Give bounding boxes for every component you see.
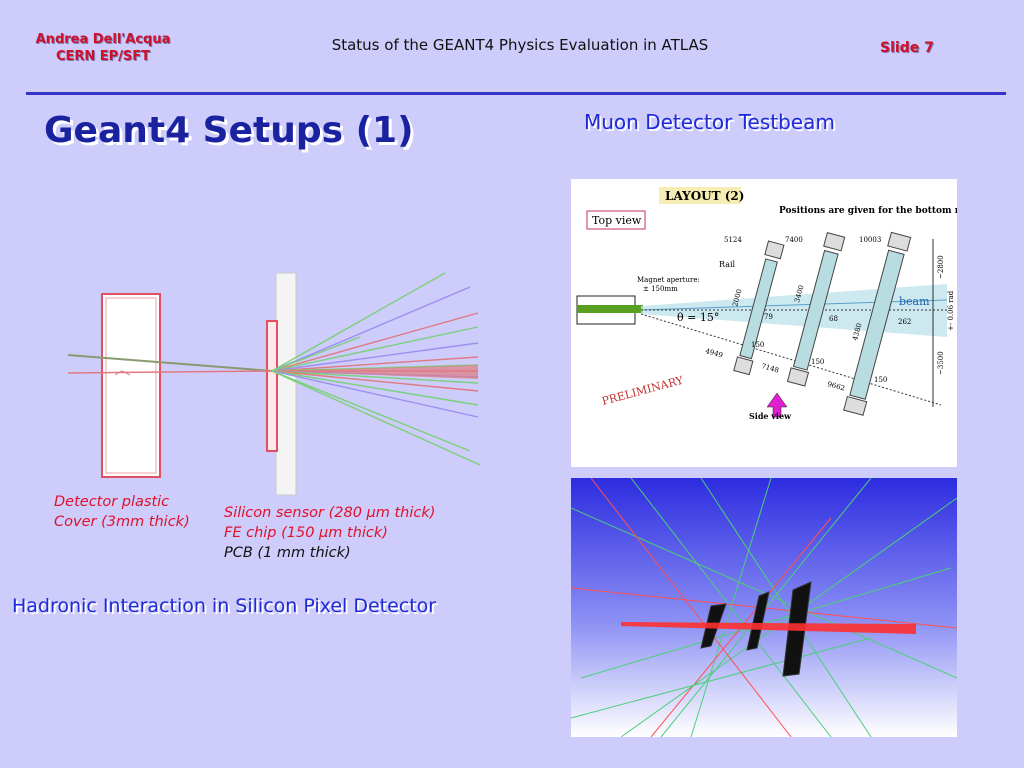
sim-track [570,507,958,679]
hadronic-title: Hadronic Interaction in Silicon Pixel De… [12,595,437,617]
sim-track [570,637,872,719]
chamber-1 [733,240,785,376]
dim-150-b: 150 [811,358,824,366]
layout-heading-bg [659,187,741,204]
secondary-track [271,326,479,372]
dim-2800: ~2800 [937,255,945,279]
scatter-kink [114,370,131,376]
incoming-track-2 [67,370,273,374]
dim-5124: 5124 [724,236,742,244]
theta-label: θ = 15° [677,311,719,324]
secondary-track [271,370,479,384]
sim-track [620,497,958,738]
caption-left-line1: Detector plastic [54,494,170,510]
pixel-interaction-figure [67,272,480,496]
dim-3500: ~3500 [937,351,945,375]
dim-262: 262 [898,318,911,326]
secondary-track [271,370,480,466]
layout-heading: LAYOUT (2) [665,189,744,203]
slide-title: Geant4 Setups (1) [44,110,414,151]
dim-150-a: 150 [751,341,764,349]
silicon-sensor-shape [266,320,278,452]
sim-track [700,477,872,738]
dim-7400: 7400 [785,236,803,244]
author-block: Andrea Dell'Acqua CERN EP/SFT [18,31,188,65]
dim-79: 79 [764,313,773,321]
top-view-label: Top view [592,214,642,227]
chamber-2 [786,232,846,387]
secondary-track [271,370,471,452]
caption-left-line2: Cover (3mm thick) [54,514,190,530]
secondary-track [271,312,479,372]
side-view-label: Side view [749,411,792,421]
beam-start [577,305,643,313]
secondary-track [271,336,361,372]
sim-track [590,477,792,738]
dim-10003: 10003 [859,236,881,244]
muon-testbeam-title: Muon Detector Testbeam [584,110,835,134]
dim-rad: +- 0.06 rad [947,290,955,331]
top-view-box [586,210,646,230]
layout-note: Positions are given for the bottom rails [779,206,957,216]
sim-chamber-2 [746,591,770,651]
caption-fe-chip: FE chip (150 µm thick) [224,525,388,541]
plastic-cover-caption: Detector plastic Cover (3mm thick) [54,492,190,532]
beam-axis [640,299,948,311]
rail-label: Rail [719,260,736,269]
muon-layout-panel: LAYOUT (2) Positions are given for the b… [571,179,977,467]
secondary-track [271,370,479,406]
secondary-tracks [271,272,480,466]
chamber-3 [843,231,912,416]
header-divider [26,92,1006,95]
plastic-cover-inner [105,297,157,474]
author-affiliation: CERN EP/SFT [55,49,151,64]
dim-150-c: 150 [874,376,887,384]
preliminary-stamp: PRELIMINARY [600,373,685,407]
header-title: Status of the GEANT4 Physics Evaluation … [331,36,709,54]
dim-7148: 7148 [760,362,779,374]
simulation-svg [570,477,958,738]
plastic-cover-shape [101,293,161,478]
sim-track [690,477,772,738]
beam-label: beam [899,295,930,308]
secondary-track [271,272,446,372]
sim-beam [621,622,916,634]
muon-simulation-render [570,477,958,738]
secondary-track [271,370,479,392]
incoming-track [67,354,273,372]
lower-rail-line [640,313,942,406]
dim-4949: 4949 [704,347,723,359]
secondary-track [271,342,479,372]
slide-number: Slide 7 [880,40,934,56]
caption-pcb: PCB (1 mm thick) [224,545,351,561]
pcb-plate-shape [275,272,297,496]
magnet-label: Magnet aperture: [637,276,700,284]
caption-sensor: Silicon sensor (280 µm thick) [224,505,436,521]
sensor-caption: Silicon sensor (280 µm thick) FE chip (1… [224,503,435,563]
secondary-core [272,365,478,379]
side-view-arrow [766,392,788,418]
secondary-track [271,356,479,372]
magnet-value: ± 150mm [643,285,678,293]
secondary-track [271,370,479,418]
muon-layout-drawing: LAYOUT (2) Positions are given for the b… [576,187,977,421]
dim-9662: 9662 [826,380,845,392]
author-name: Andrea Dell'Acqua [35,32,171,47]
dim-68: 68 [829,315,838,323]
secondary-track [271,286,471,372]
